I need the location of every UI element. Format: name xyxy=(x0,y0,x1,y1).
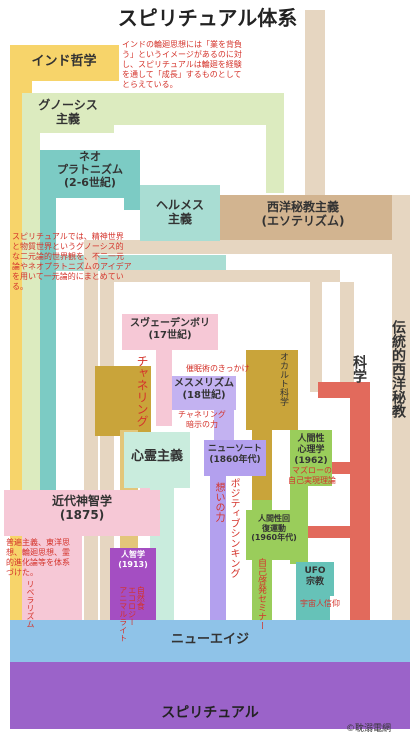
flow-western-band5 xyxy=(340,282,354,382)
flow-neo-right xyxy=(124,150,140,210)
node-anthroposophy: 人智学 (1913) xyxy=(118,550,148,569)
flow-ufo-down xyxy=(296,594,330,620)
node-ufo: UFO 宗教 xyxy=(304,566,326,587)
flow-western-band6 xyxy=(310,282,322,392)
node-spiritualism: 心霊主義 xyxy=(130,449,183,464)
node-science: 科学 xyxy=(351,355,367,383)
node-ufo-box xyxy=(296,562,334,596)
note-alien: 宇宙人信仰 xyxy=(300,599,340,608)
node-gnosis-box xyxy=(22,93,114,133)
flow-western-band3 xyxy=(84,254,98,624)
node-spiritual: スピリチュアル xyxy=(161,705,259,721)
note-ecology: 自然食 エコロジー アニマルライト xyxy=(118,586,146,642)
node-humanistic-box xyxy=(290,430,332,486)
node-hpm: 人間性回 復運動 (1960年代) xyxy=(251,514,297,543)
flow-channeling xyxy=(95,366,151,436)
node-mesmer-box xyxy=(172,376,236,410)
flow-indo xyxy=(10,45,119,81)
flow-hermes-left xyxy=(56,255,226,271)
node-hermes: ヘルメス 主義 xyxy=(155,198,204,227)
note-seminar: 自己啓発セミナー xyxy=(256,558,266,630)
node-mesmer: メスメリズム (18世紀) xyxy=(174,378,234,401)
flow-western-band2 xyxy=(100,270,340,282)
node-channeling: チャネリング xyxy=(135,355,149,427)
note-liberalism: リベラリズム xyxy=(26,580,35,628)
node-hermes-box xyxy=(140,185,220,241)
node-newthought: ニューソート (1860年代) xyxy=(207,444,262,465)
note-channeling-hint: チャネリング 暗示の力 xyxy=(178,410,226,429)
flow-western-right xyxy=(392,195,410,625)
flow-western-up xyxy=(305,10,325,195)
note-maslow: マズローの 自己実現理論 xyxy=(288,466,336,485)
page-title: スピリチュアル体系 xyxy=(117,6,298,30)
node-indo: インド哲学 xyxy=(31,54,97,69)
node-newage: ニューエイジ xyxy=(170,632,249,647)
note-theosophy: 普遍主義、東洋思 想、輪廻思想、霊 的進化論等を体系 づけた。 xyxy=(6,538,70,577)
flow-gnosis-right xyxy=(266,93,284,193)
note-hypnosis: 催眠術のきっかけ xyxy=(186,364,250,373)
node-newthought-box xyxy=(204,440,266,476)
node-humanistic: 人間性 心理学 (1962) xyxy=(294,434,328,466)
node-theosophy: 近代神智学 (1875) xyxy=(51,494,112,523)
flow-sweden-down xyxy=(156,344,172,426)
flow-mesmer-down xyxy=(214,410,234,440)
node-occult: オカルト科学 xyxy=(278,352,288,406)
note-gnosis: スピリチュアルでは、精神世界 と物質世界というグノーシス的 な二元論的世界観を、… xyxy=(12,232,132,291)
copyright: ©耽溺電網 xyxy=(346,724,392,734)
note-indo: インドの輪廻思想には「業を背負 う」というイメージがあるのに対 し、スピリチュア… xyxy=(122,40,242,89)
node-newage-box xyxy=(10,620,410,662)
note-positive: ポジティブシンキング xyxy=(228,478,239,578)
node-spiritual-box xyxy=(10,662,410,729)
node-gnosis: グノーシス 主義 xyxy=(38,98,98,127)
node-spiritualism-box xyxy=(124,432,190,488)
node-western: 西洋秘教主義 (エソテリズム) xyxy=(261,200,345,229)
node-sweden-box xyxy=(122,314,218,350)
node-traditional: 伝統的西洋秘教 xyxy=(390,320,406,418)
flow-newthought-down xyxy=(210,468,226,620)
flow-science-h3 xyxy=(300,526,352,538)
node-swedenborg: スヴェーデンボリ (17世紀) xyxy=(130,318,210,341)
flow-western-band1 xyxy=(84,240,392,254)
node-anthro-box xyxy=(110,548,156,582)
flow-science-h1 xyxy=(318,382,370,398)
flow-science xyxy=(350,395,370,625)
note-omoi: 想いの力 xyxy=(213,482,224,522)
flow-occult xyxy=(246,350,298,430)
node-hpm-box xyxy=(246,510,302,560)
flow-western xyxy=(212,195,392,240)
flow-neo-box xyxy=(40,150,124,198)
node-theosophy-box xyxy=(4,490,160,536)
flow-anthro-down xyxy=(110,582,156,622)
flow-theosophy-down xyxy=(22,536,82,622)
node-neo: ネオ プラトニズム (2-6世紀) xyxy=(57,150,123,190)
